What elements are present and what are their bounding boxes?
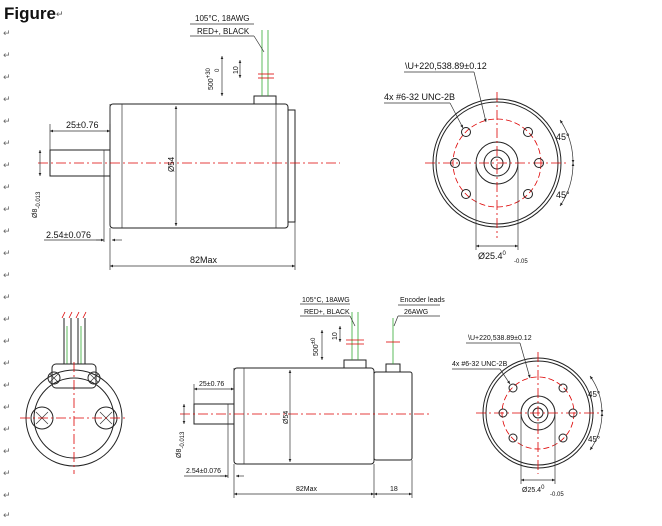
paragraph-mark: ↵	[3, 205, 11, 215]
body-length-label: 82Max	[190, 255, 218, 265]
callout-leader	[519, 342, 531, 379]
paragraph-mark: ↵	[3, 249, 11, 259]
paragraph-mark: ↵	[3, 73, 11, 83]
paragraph-mark: ↵	[3, 315, 11, 325]
bolt-circle-label: \U+220,538.89±0.12	[405, 61, 487, 71]
pilot-tol-lower: -0.05	[514, 259, 528, 265]
lead-length-tol-lower: 0	[215, 68, 221, 72]
page-title: Figure↵	[4, 4, 64, 24]
wire-ends	[61, 311, 87, 319]
flange-thickness-label: 2.54±0.076	[46, 230, 91, 240]
paragraph-mark: ↵	[3, 491, 11, 501]
callout-leader	[499, 368, 511, 385]
lead-length-label: 500±0	[311, 337, 320, 356]
body-length-label: 82Max	[296, 486, 318, 493]
callout-leader	[449, 102, 464, 129]
pilot-dia-label: Ø25.40	[522, 485, 545, 494]
lead-dim-label: 10	[332, 332, 339, 340]
bolt-circle-label: \U+220,538.89±0.12	[468, 335, 532, 342]
mount-hole	[568, 408, 578, 418]
encoder-label: Encoder leads	[400, 297, 445, 304]
wire-spec-label: 105°C, 18AWG	[302, 296, 350, 304]
top-end-view: \U+220,538.89±0.12 4x #6-32 UNC-2B 45° 4…	[384, 61, 575, 265]
angle-arc	[559, 119, 575, 164]
screw-hole	[558, 433, 568, 443]
paragraph-mark: ↵	[3, 161, 11, 171]
angle-label-1: 45°	[588, 390, 600, 399]
motor-end-cap	[287, 109, 296, 223]
paragraph-mark: ↵	[3, 381, 11, 391]
lead-dim-label: 10	[233, 66, 240, 74]
paragraph-mark: ↵	[3, 511, 11, 521]
wire-colors-label: RED+, BLACK	[197, 27, 250, 36]
wire-spec-label: 105°C, 18AWG	[195, 14, 249, 23]
angle-label-1: 45°	[556, 132, 570, 142]
screw-hole	[523, 127, 533, 137]
motor-body	[109, 103, 289, 229]
paragraph-mark: ↵	[3, 447, 11, 457]
paragraph-mark: ↵	[3, 337, 11, 347]
screw-hole	[508, 433, 518, 443]
lead-grommet	[343, 359, 367, 369]
mount-hole	[450, 158, 460, 168]
paragraph-mark: ↵	[55, 9, 64, 19]
body-dia-label: Ø54	[167, 156, 176, 172]
angle-arc	[589, 375, 604, 414]
screw-hole	[461, 127, 471, 137]
wire-colors-label: RED+, BLACK	[304, 309, 350, 316]
encoder-length-label: 18	[390, 486, 398, 493]
callout-leader	[349, 315, 356, 327]
shaft-dia-label: Ø8-0.013	[32, 191, 42, 218]
paragraph-mark: ↵	[3, 51, 11, 61]
paragraph-mark: ↵	[3, 271, 11, 281]
paragraph-mark: ↵	[3, 139, 11, 149]
angle-label-2: 45°	[588, 435, 600, 444]
paragraph-mark: ↵	[3, 425, 11, 435]
paragraph-mark: ↵	[3, 117, 11, 127]
mount-hole	[534, 158, 544, 168]
callout-leader	[253, 35, 265, 53]
angle-arc	[559, 162, 575, 207]
angle-arc	[589, 412, 604, 451]
bottom-end-view-rear	[20, 311, 128, 474]
screw-holes-label: 4x #6-32 UNC-2B	[452, 361, 508, 368]
mount-hole	[498, 408, 508, 418]
paragraph-mark: ↵	[3, 95, 11, 105]
encoder-grommet	[385, 363, 401, 373]
encoder-wire-label: 26AWG	[404, 309, 428, 316]
pilot-tol-lower: -0.05	[550, 492, 564, 498]
motor-body	[233, 367, 375, 465]
top-side-view: 105°C, 18AWG RED+, BLACK 500+30 0 10 25±…	[32, 14, 340, 270]
angle-label-2: 45°	[556, 190, 570, 200]
screw-holes-label: 4x #6-32 UNC-2B	[384, 92, 455, 102]
lead-length-label: 500+30	[206, 67, 215, 90]
lead-grommet	[253, 95, 277, 105]
callout-leader	[393, 315, 399, 327]
screw-slots	[49, 373, 99, 383]
screw-hole	[523, 189, 533, 199]
paragraph-mark: ↵	[3, 183, 11, 193]
paragraph-mark: ↵	[3, 293, 11, 303]
paragraph-mark: ↵	[3, 29, 11, 39]
paragraph-mark: ↵	[3, 227, 11, 237]
bottom-end-view-front: \U+220,538.89±0.12 4x #6-32 UNC-2B 45° 4…	[452, 335, 604, 498]
page-title-text: Figure	[4, 4, 56, 23]
paragraph-mark: ↵	[3, 469, 11, 479]
pilot-dia-label: Ø25.40	[478, 251, 507, 261]
body-dia-label: Ø54	[283, 411, 290, 424]
bottom-side-view: 105°C, 18AWG RED+, BLACK Encoder leads 2…	[176, 296, 445, 498]
screw-hole	[461, 189, 471, 199]
paragraph-mark: ↵	[3, 359, 11, 369]
shaft-length-label: 25±0.76	[66, 120, 98, 130]
flange-thickness-label: 2.54±0.076	[186, 468, 221, 475]
paragraph-mark: ↵	[3, 403, 11, 413]
screw-hole	[508, 383, 518, 393]
screw-hole	[558, 383, 568, 393]
shaft-dia-label: Ø8-0.013	[176, 431, 186, 458]
callout-leader	[473, 71, 487, 123]
encoder-housing	[373, 371, 413, 461]
shaft-length-label: 25±0.76	[199, 381, 224, 388]
